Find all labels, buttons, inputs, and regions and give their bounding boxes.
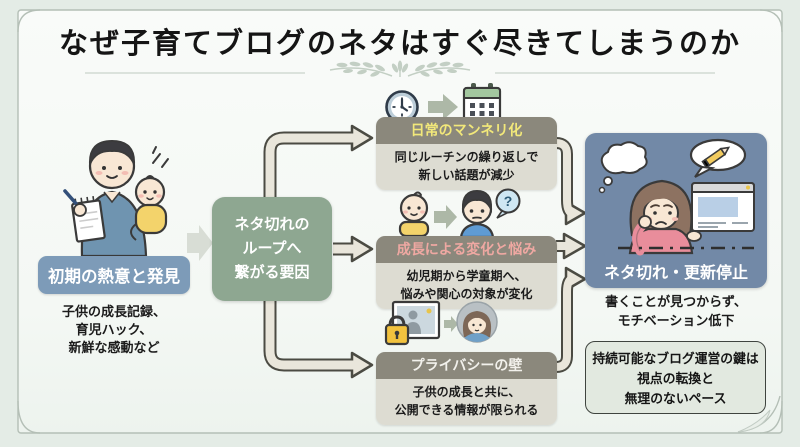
branch-header: 成長による変化と悩み [376,236,557,263]
icon-arrow-2 [434,205,457,229]
branch-card-privacy: プライバシーの壁 子供の成長と共に、 公開できる情報が限られる [376,352,557,425]
pencil-icon [701,146,731,169]
result-desc: 書くことが見つからず、 モチベーション低下 [605,294,747,328]
child-icon [459,189,495,237]
result-badge: ネタ切れ・更新停止 [603,265,748,282]
result-box: ネタ切れ・更新停止 [585,133,767,288]
worried-blogger-illustration-icon [598,138,755,256]
leaf-divider [85,60,715,77]
icon-arrow-1 [428,94,458,120]
arrow-left-to-cause [187,225,213,261]
branch-body: 幼児期から学童期へ、 悩みや関心の対象が変化 [376,263,557,309]
branch-header: 日常のマンネリ化 [376,117,557,144]
svg-text:?: ? [504,193,513,209]
thought-bubble [600,141,648,175]
branch-card-routine: 日常のマンネリ化 同じルーチンの繰り返しで 新しい話題が減少 [376,117,557,190]
initial-enthusiasm-desc: 子供の成長記録、 育児ハック、 新鮮な感動など [61,304,166,356]
branch-body: 同じルーチンの繰り返しで 新しい話題が減少 [376,144,557,190]
branch-header: プライバシーの壁 [376,352,557,379]
initial-enthusiasm-badge: 初期の熱意と発見 [38,256,190,294]
parent-baby-illustration-icon [63,139,169,256]
conclusion-box: 持続可能なブログ運営の鍵は 視点の転換と 無理のないペース [585,341,766,414]
clock-icon [385,90,419,124]
girl-avatar-icon [456,301,498,343]
branch-card-growth: 成長による変化と悩み 幼児期から学童期へ、 悩みや関心の対象が変化 [376,236,557,309]
cause-loop-box: ネタ切れの ループへ 繋がる要因 [212,197,332,301]
locked-photo-icon [384,300,441,346]
branch-body: 子供の成長と共に、 公開できる情報が限られる [376,379,557,425]
page-title: なぜ子育てブログのネタはすぐ尽きてしまうのか [58,28,741,60]
branch-arrows [263,124,587,379]
baby-icon [398,191,430,236]
question-bubble-icon: ? [495,188,521,219]
icon-arrow-3 [444,316,458,332]
